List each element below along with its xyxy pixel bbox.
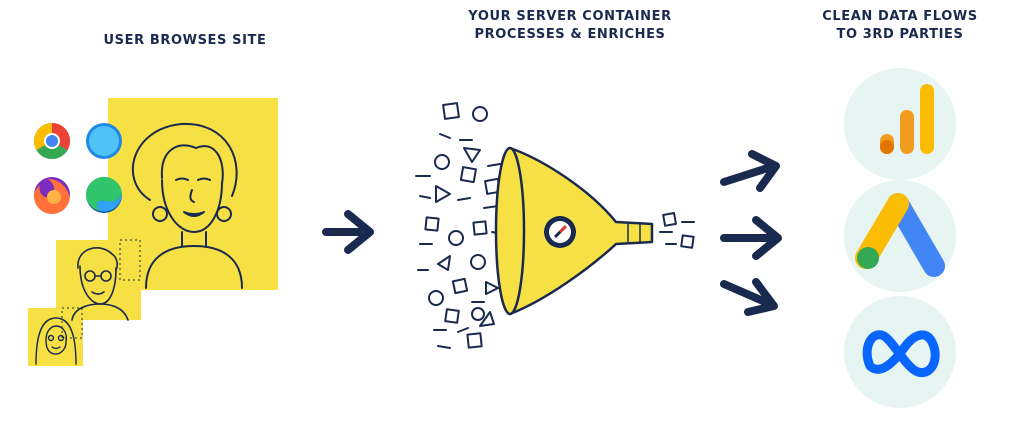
google-analytics-icon [844, 68, 956, 180]
meta-icon [844, 296, 956, 408]
clean-data-shapes [659, 212, 695, 249]
chrome-icon [33, 122, 71, 160]
avatar-woman-hijab [35, 317, 77, 365]
edge-icon [85, 176, 123, 213]
step-1-heading: USER BROWSES SITE [60, 32, 310, 50]
funnel-mouth [494, 146, 526, 316]
user-card-medium [56, 240, 141, 320]
arrow-to-analytics [720, 150, 780, 192]
safari-icon [86, 123, 122, 159]
users-illustration [28, 98, 278, 366]
browser-icons [33, 122, 123, 215]
arrow-to-meta [720, 278, 778, 316]
avatar-man-glasses [71, 247, 129, 321]
step-3-heading-line-2: TO 3RD PARTIES [836, 27, 964, 42]
step-2-heading-line-1: YOUR SERVER CONTAINER [468, 9, 672, 24]
arrow-users-to-server [322, 210, 374, 254]
step-3-heading: CLEAN DATA FLOWS TO 3RD PARTIES [790, 8, 1010, 44]
avatar-woman-curly-hair [131, 122, 243, 289]
arrow-to-ads [720, 216, 782, 260]
step-2-heading-line-2: PROCESSES & ENRICHES [474, 27, 666, 42]
google-ads-icon [844, 180, 956, 292]
arrows-server-to-destinations [720, 150, 782, 316]
compass-icon [544, 216, 576, 248]
step-1-heading-line-1: USER BROWSES SITE [103, 33, 267, 48]
step-2-heading: YOUR SERVER CONTAINER PROCESSES & ENRICH… [420, 8, 720, 44]
step-3-heading-line-1: CLEAN DATA FLOWS [822, 9, 978, 24]
destination-icons [844, 68, 956, 408]
firefox-icon [33, 177, 70, 215]
server-funnel [494, 146, 654, 316]
